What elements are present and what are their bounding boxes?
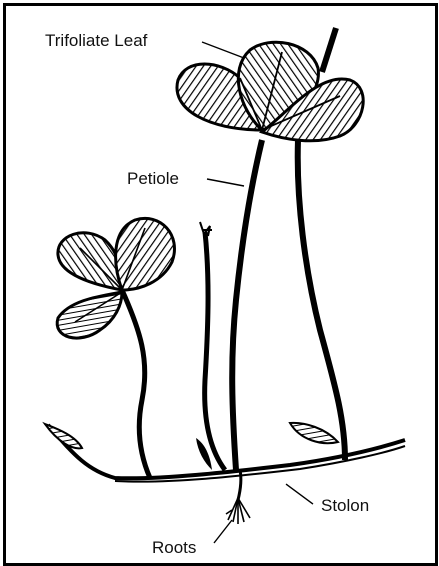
label-stolon: Stolon: [321, 496, 369, 515]
label-roots: Roots: [152, 538, 196, 557]
petiole-bud: [200, 222, 225, 470]
label-petiole: Petiole: [127, 169, 179, 188]
trifoliate-leaf-left: [57, 218, 174, 338]
leader-roots: [214, 520, 232, 543]
roots: [226, 498, 250, 524]
label-trifoliate-leaf: Trifoliate Leaf: [45, 31, 148, 50]
petiole-top-stub: [322, 28, 336, 72]
stipule-right: [290, 423, 338, 443]
trifoliate-leaf-top: [177, 42, 363, 141]
leader-stolon: [286, 484, 313, 504]
stolon-stem: [48, 425, 405, 500]
leader-petiole: [207, 179, 244, 186]
leader-leaf: [202, 42, 244, 58]
petiole-right: [298, 140, 345, 460]
petiole-left: [122, 290, 150, 478]
petiole-main: [232, 140, 262, 470]
